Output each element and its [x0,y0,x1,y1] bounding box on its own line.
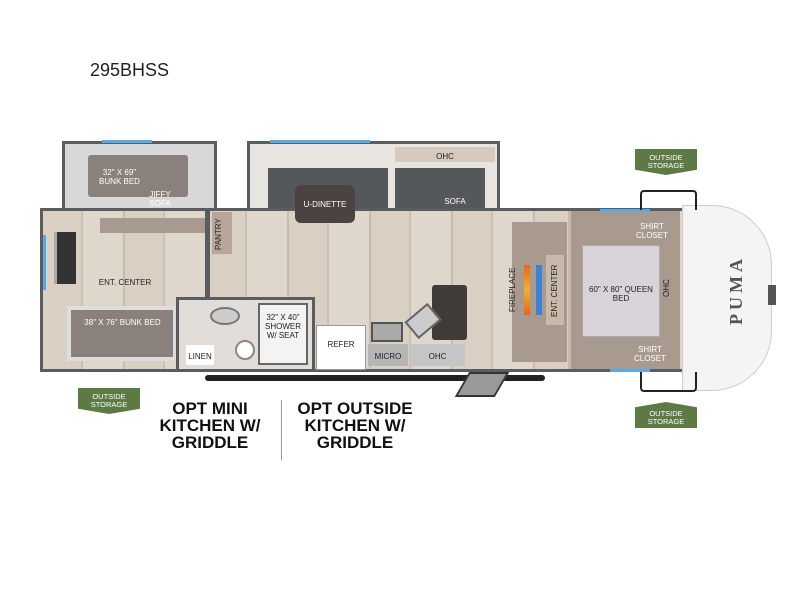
sink [235,340,255,360]
outside-storage-badge: OUTSIDE STORAGE [635,149,697,175]
pantry-label: PANTRY [214,218,223,250]
linen [186,345,214,365]
stove [371,322,403,342]
bunk-bed-top [88,155,188,197]
outside-storage-badge: OUTSIDE STORAGE [635,402,697,428]
sofa-label: SOFA [444,197,466,206]
bunk-bottom-label: 38" X 76" BUNK BED [84,318,161,327]
window [610,369,650,372]
ohc-top-label: OHC [436,152,454,161]
refer-label: REFER [327,340,355,349]
micro [368,344,408,366]
hitch [768,285,776,305]
divider [281,400,282,460]
fireplace-label: FIREPLACE [508,267,517,313]
ent-center-right-label: ENT. CENTER [550,264,559,318]
partition [205,208,210,298]
shower [258,303,308,365]
shirt-closet-top-label: SHIRT CLOSET [635,222,668,240]
window [270,140,370,143]
model-title: 295BHSS [90,60,170,80]
storage-frame-top [640,190,697,210]
ent-tv [536,265,542,315]
outside-storage-badge: OUTSIDE STORAGE [78,388,140,414]
storage-frame-bottom [640,372,697,392]
ohc-bedroom-label: OHC [662,279,671,297]
ohc-kitchen-label: OHC [428,352,447,361]
linen-label: LINEN [188,352,212,361]
ent-center-right [546,255,564,325]
rear-carpet [100,218,205,233]
micro-label: MICRO [374,352,402,361]
bunk-top-label: 32" X 69" BUNK BED [99,168,140,186]
dinette-table [295,185,355,223]
pantry [212,212,232,254]
queen-bed [582,245,660,337]
brand-logo: PUMA [726,255,746,325]
shirt-closet-bottom-label: SHIRT CLOSET [633,345,666,363]
bunk-bed-bottom [67,306,177,361]
awning [205,375,545,381]
toilet [210,307,240,325]
tv [54,232,76,284]
window [102,140,152,143]
option-mini-kitchen: OPT MINI KITCHEN W/ GRIDDLE [159,399,261,452]
refer [316,325,366,370]
ent-center-left-label: ENT. CENTER [98,278,152,287]
ohc-top [395,147,495,162]
window [600,209,650,212]
u-dinette-label: U-DINETTE [303,200,347,209]
jiffy-sofa-label: JIFFY SOFA [149,190,171,208]
fireplace [524,265,530,315]
ohc-kitchen [410,344,465,366]
shower-label: 32" X 40" SHOWER W/ SEAT [265,313,301,340]
window [43,235,46,290]
front-cap [682,205,772,391]
option-outside-kitchen: OPT OUTSIDE KITCHEN W/ GRIDDLE [297,399,413,452]
queen-bed-label: 60" X 80" QUEEN BED [589,285,653,303]
kitchen-island [432,285,467,340]
